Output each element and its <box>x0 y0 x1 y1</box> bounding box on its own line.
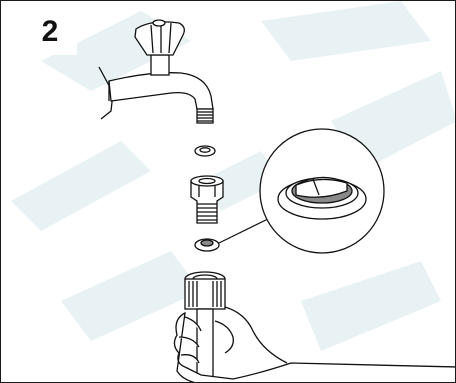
filter-washer-icon <box>195 239 219 251</box>
thread-adapter-icon <box>191 176 223 223</box>
faucet-icon <box>99 20 213 123</box>
filter-washer-zoom-icon <box>260 129 384 253</box>
faucet-washer-icon <box>195 146 215 156</box>
hand-icon <box>174 307 456 383</box>
